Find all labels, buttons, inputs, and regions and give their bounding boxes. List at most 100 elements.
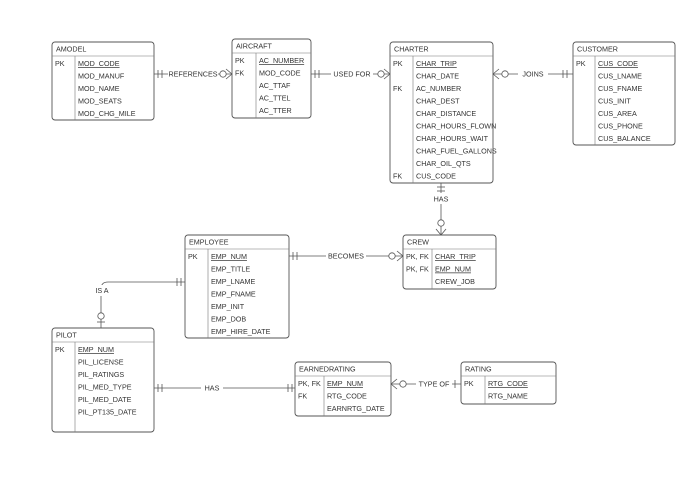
attr-name: EMP_HIRE_DATE — [211, 327, 271, 336]
entity-box — [389, 41, 494, 184]
entity-box — [402, 234, 497, 290]
attr-name: CUS_CODE — [598, 59, 638, 68]
rel-label-joins: JOINS — [522, 70, 543, 79]
attr-name: CHAR_DISTANCE — [416, 109, 476, 118]
attr-name: AC_NUMBER — [416, 84, 461, 93]
entity-box — [51, 327, 155, 433]
attr-name: MOD_CODE — [78, 59, 120, 68]
attr-name: AC_TTER — [259, 106, 292, 115]
attr-name: CREW_JOB — [435, 277, 475, 286]
attr-name: RTG_CODE — [488, 379, 528, 388]
attr-key: FK — [235, 69, 244, 78]
attr-name: EMP_TITLE — [211, 265, 250, 274]
entity-title: CUSTOMER — [577, 45, 618, 54]
attr-key: FK — [298, 392, 307, 401]
rel-label-becomes: BECOMES — [328, 252, 364, 261]
attr-name: CHAR_HOURS_FLOWN — [416, 122, 496, 131]
attr-name: CHAR_TRIP — [416, 59, 457, 68]
attr-name: EMP_NUM — [327, 379, 363, 388]
entity-aircraft[interactable]: AIRCRAFT PK AC_NUMBER FK MOD_CODE AC_TTAF AC_T… — [231, 38, 312, 119]
attr-name: CHAR_HOURS_WAIT — [416, 134, 489, 143]
attr-name: EMP_DOB — [211, 315, 246, 324]
attr-key: PK, FK — [406, 252, 429, 261]
attr-key: PK — [393, 59, 403, 68]
attr-key: PK — [55, 345, 65, 354]
attr-key: PK — [55, 59, 65, 68]
entity-title: PILOT — [56, 331, 77, 340]
attr-key: PK, FK — [298, 379, 321, 388]
entity-box — [572, 41, 676, 146]
rel-is-a: IS A — [93, 278, 185, 328]
attr-name: EMP_NUM — [211, 252, 247, 261]
attr-name: EMP_NUM — [435, 265, 471, 274]
entity-box — [51, 41, 155, 121]
attr-name: MOD_SEATS — [78, 97, 122, 106]
rel-becomes: BECOMES — [289, 250, 404, 262]
attr-key: FK — [393, 84, 402, 93]
attr-name: CUS_INIT — [598, 97, 631, 106]
attr-name: RTG_CODE — [327, 392, 367, 401]
attr-name: CUS_FNAME — [598, 84, 643, 93]
entity-title: CREW — [407, 238, 429, 247]
attr-key: FK — [393, 172, 402, 181]
attr-name: AC_NUMBER — [259, 56, 304, 65]
entity-title: AMODEL — [56, 45, 86, 54]
attr-name: AC_TTAF — [259, 81, 291, 90]
rel-used-for: USED FOR — [311, 68, 391, 80]
attr-name: EMP_FNAME — [211, 290, 256, 299]
attr-name: CUS_CODE — [416, 172, 456, 181]
attr-name: EARNRTG_DATE — [327, 404, 385, 413]
attr-name: PIL_LICENSE — [78, 358, 124, 367]
attr-name: CHAR_DATE — [416, 72, 459, 81]
attr-name: MOD_CHG_MILE — [78, 109, 136, 118]
attr-name: PIL_MED_DATE — [78, 395, 132, 404]
entity-customer[interactable]: CUSTOMER PK CUS_CODE CUS_LNAME CUS_FNAME CUS_… — [572, 41, 676, 146]
attr-name: EMP_NUM — [78, 345, 114, 354]
entity-earnedrating[interactable]: EARNEDRATING PK, FK EMP_NUM FK RTG_CODE EARNR… — [294, 361, 392, 417]
entity-rating[interactable]: RATING PK RTG_CODE RTG_NAME — [460, 361, 557, 405]
rel-label-type-of: TYPE OF — [419, 380, 450, 389]
entity-box — [231, 38, 312, 119]
attr-name: CUS_PHONE — [598, 122, 643, 131]
rel-has-crew: HAS — [430, 183, 452, 236]
attr-key: PK, FK — [406, 265, 429, 274]
attr-name: RTG_NAME — [488, 392, 528, 401]
attr-name: AC_TTEL — [259, 94, 291, 103]
entity-title: EARNEDRATING — [299, 365, 356, 374]
entity-box — [184, 234, 290, 339]
rel-joins: JOINS — [492, 68, 573, 80]
attr-name: EMP_LNAME — [211, 277, 256, 286]
entity-title: RATING — [465, 365, 492, 374]
attr-name: EMP_INIT — [211, 302, 245, 311]
entity-crew[interactable]: CREW PK, FK CHAR_TRIP PK, FK EMP_NUM CREW_JOB — [402, 234, 497, 290]
attr-name: PIL_RATINGS — [78, 370, 124, 379]
rel-references: REFERENCES — [154, 68, 233, 80]
rel-label-has-crew: HAS — [434, 195, 449, 204]
rel-label-used-for: USED FOR — [333, 70, 370, 79]
rel-label-is-a: IS A — [95, 286, 108, 295]
attr-name: CUS_AREA — [598, 109, 637, 118]
attr-key: PK — [464, 379, 474, 388]
attr-name: CHAR_OIL_QTS — [416, 159, 471, 168]
attr-name: MOD_CODE — [259, 69, 301, 78]
rel-label-references: REFERENCES — [168, 70, 217, 79]
entity-pilot[interactable]: PILOT PK EMP_NUM PIL_LICENSE PIL_RATINGS PIL_… — [51, 327, 155, 433]
entity-title: CHARTER — [394, 45, 429, 54]
attr-key: PK — [235, 56, 245, 65]
attr-name: MOD_MANUF — [78, 72, 125, 81]
attr-key: PK — [576, 59, 586, 68]
attr-name: CUS_LNAME — [598, 72, 642, 81]
attr-name: PIL_MED_TYPE — [78, 383, 132, 392]
entity-box — [294, 361, 392, 417]
attr-name: CHAR_TRIP — [435, 252, 476, 261]
attr-name: CHAR_FUEL_GALLONS — [416, 147, 497, 156]
rel-has-rating: HAS — [154, 382, 295, 393]
entity-title: AIRCRAFT — [236, 42, 273, 51]
attr-name: PIL_PT135_DATE — [78, 408, 137, 417]
attr-name: CHAR_DEST — [416, 97, 460, 106]
entity-charter[interactable]: CHARTER PK CHAR_TRIP CHAR_DATE FK AC_NUMBER CH… — [389, 41, 497, 184]
